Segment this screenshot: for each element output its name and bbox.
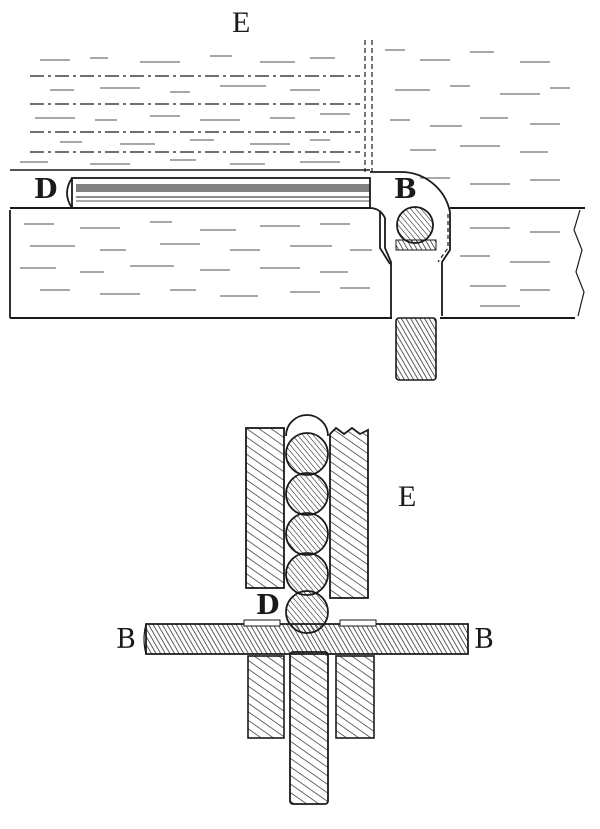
lower-board (9, 207, 585, 319)
center-post (289, 651, 329, 805)
left-plate (245, 427, 285, 589)
right-plate (329, 426, 369, 599)
lower-left-block (247, 655, 285, 739)
rod-d (66, 177, 371, 209)
upper-board (10, 40, 373, 172)
wood-grain-upper (20, 49, 570, 185)
lower-right-block (335, 655, 375, 739)
label-top-e: E (232, 6, 251, 39)
post-top-view (395, 317, 437, 381)
wood-grain-lower (20, 221, 560, 307)
bar-b (143, 619, 469, 655)
label-top-d: D (34, 174, 58, 205)
label-section-b-left: B (116, 624, 136, 655)
label-top-b: B (394, 174, 417, 205)
label-section-b-right: B (474, 624, 494, 655)
label-section-e: E (398, 480, 417, 513)
ball-b (395, 206, 437, 251)
top-view (9, 40, 585, 381)
housing-b (369, 171, 451, 318)
label-section-d: D (256, 590, 280, 621)
section-view (143, 414, 469, 805)
ball-stack (285, 414, 329, 634)
